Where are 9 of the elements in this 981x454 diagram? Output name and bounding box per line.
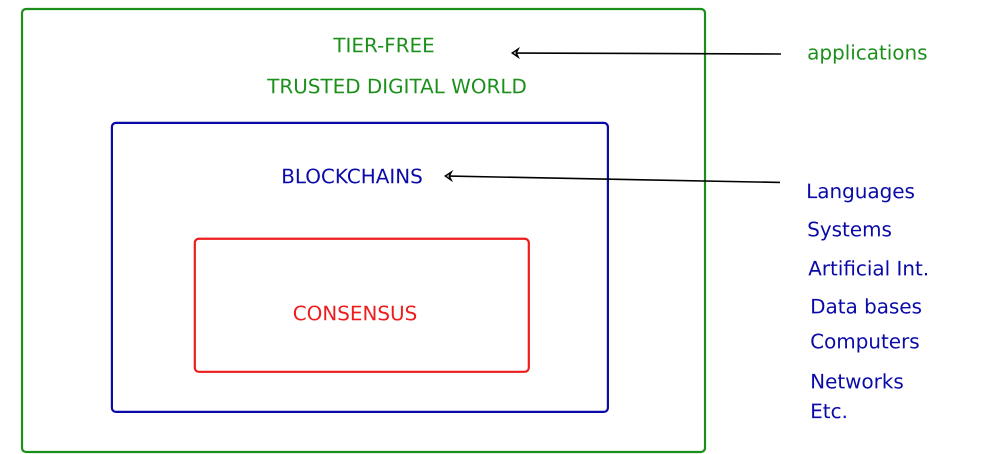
label-text: applications	[808, 44, 927, 64]
label-text: Networks	[812, 373, 903, 389]
consensus-box: CONSENSUS	[194, 238, 530, 373]
label-text: Systems	[808, 222, 891, 240]
label-text: Data bases	[812, 298, 921, 314]
label-text: Artificial Int.	[808, 260, 927, 276]
label-text: Languages	[808, 184, 914, 202]
label-text: Computers	[811, 334, 919, 352]
label-text: Etc.	[812, 404, 846, 418]
